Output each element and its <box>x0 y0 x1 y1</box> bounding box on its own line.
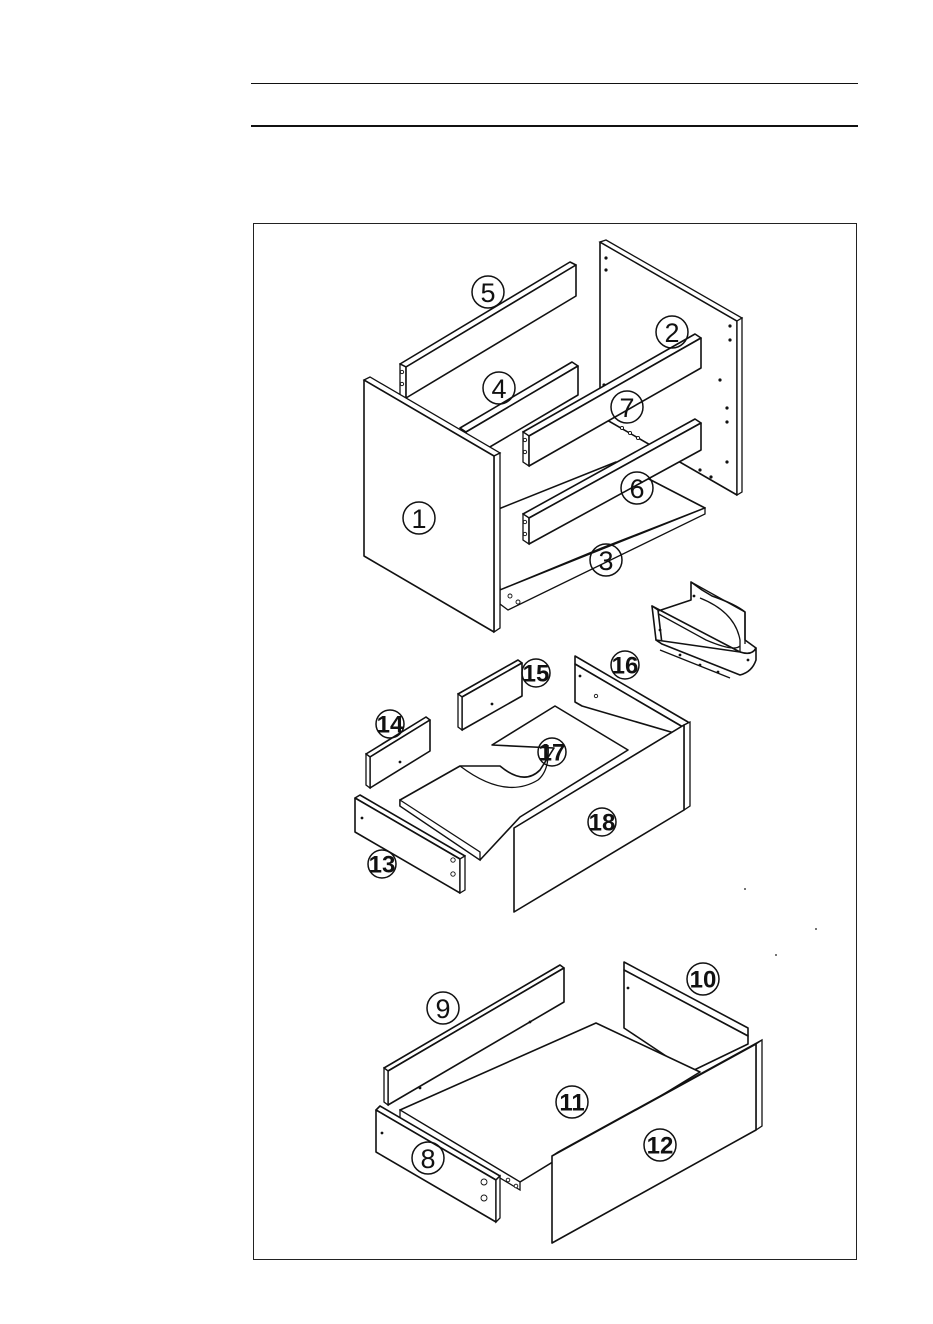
part-label-text: 9 <box>435 994 450 1024</box>
part-label-14: 14 <box>376 710 404 739</box>
part-label-text: 15 <box>523 661 550 688</box>
part-label-15: 15 <box>522 659 550 688</box>
part-label-text: 10 <box>690 967 717 994</box>
part-label-text: 16 <box>612 653 639 680</box>
part-label-16: 16 <box>611 651 639 680</box>
part-label-12: 12 <box>644 1129 676 1161</box>
part-1-side-panel <box>364 377 500 632</box>
u-shaped-fitting <box>652 582 756 678</box>
part-label-text: 6 <box>629 474 644 504</box>
part-label-text: 14 <box>377 712 404 739</box>
part-label-text: 12 <box>647 1133 674 1160</box>
part-label-9: 9 <box>427 992 459 1024</box>
speck <box>775 954 777 956</box>
part-label-10: 10 <box>687 963 719 995</box>
part-label-text: 5 <box>480 278 495 308</box>
part-label-17: 17 <box>538 738 566 767</box>
part-label-4: 4 <box>483 372 515 404</box>
speck <box>744 888 746 890</box>
part-label-text: 11 <box>559 1090 584 1117</box>
part-label-18: 18 <box>588 808 616 837</box>
part-label-text: 8 <box>420 1144 435 1174</box>
part-label-text: 18 <box>589 810 616 837</box>
speck <box>815 928 817 930</box>
part-label-text: 7 <box>619 393 634 423</box>
part-label-text: 3 <box>598 546 613 576</box>
part-label-text: 1 <box>411 504 426 534</box>
part-label-text: 4 <box>491 374 506 404</box>
part-label-text: 13 <box>369 852 396 879</box>
part-label-text: 17 <box>539 740 566 767</box>
part-label-13: 13 <box>368 850 396 879</box>
part-label-5: 5 <box>472 276 504 308</box>
part-label-11: 11 <box>556 1086 588 1118</box>
part-label-text: 2 <box>664 318 679 348</box>
part-15-drawer-rail <box>458 660 522 730</box>
